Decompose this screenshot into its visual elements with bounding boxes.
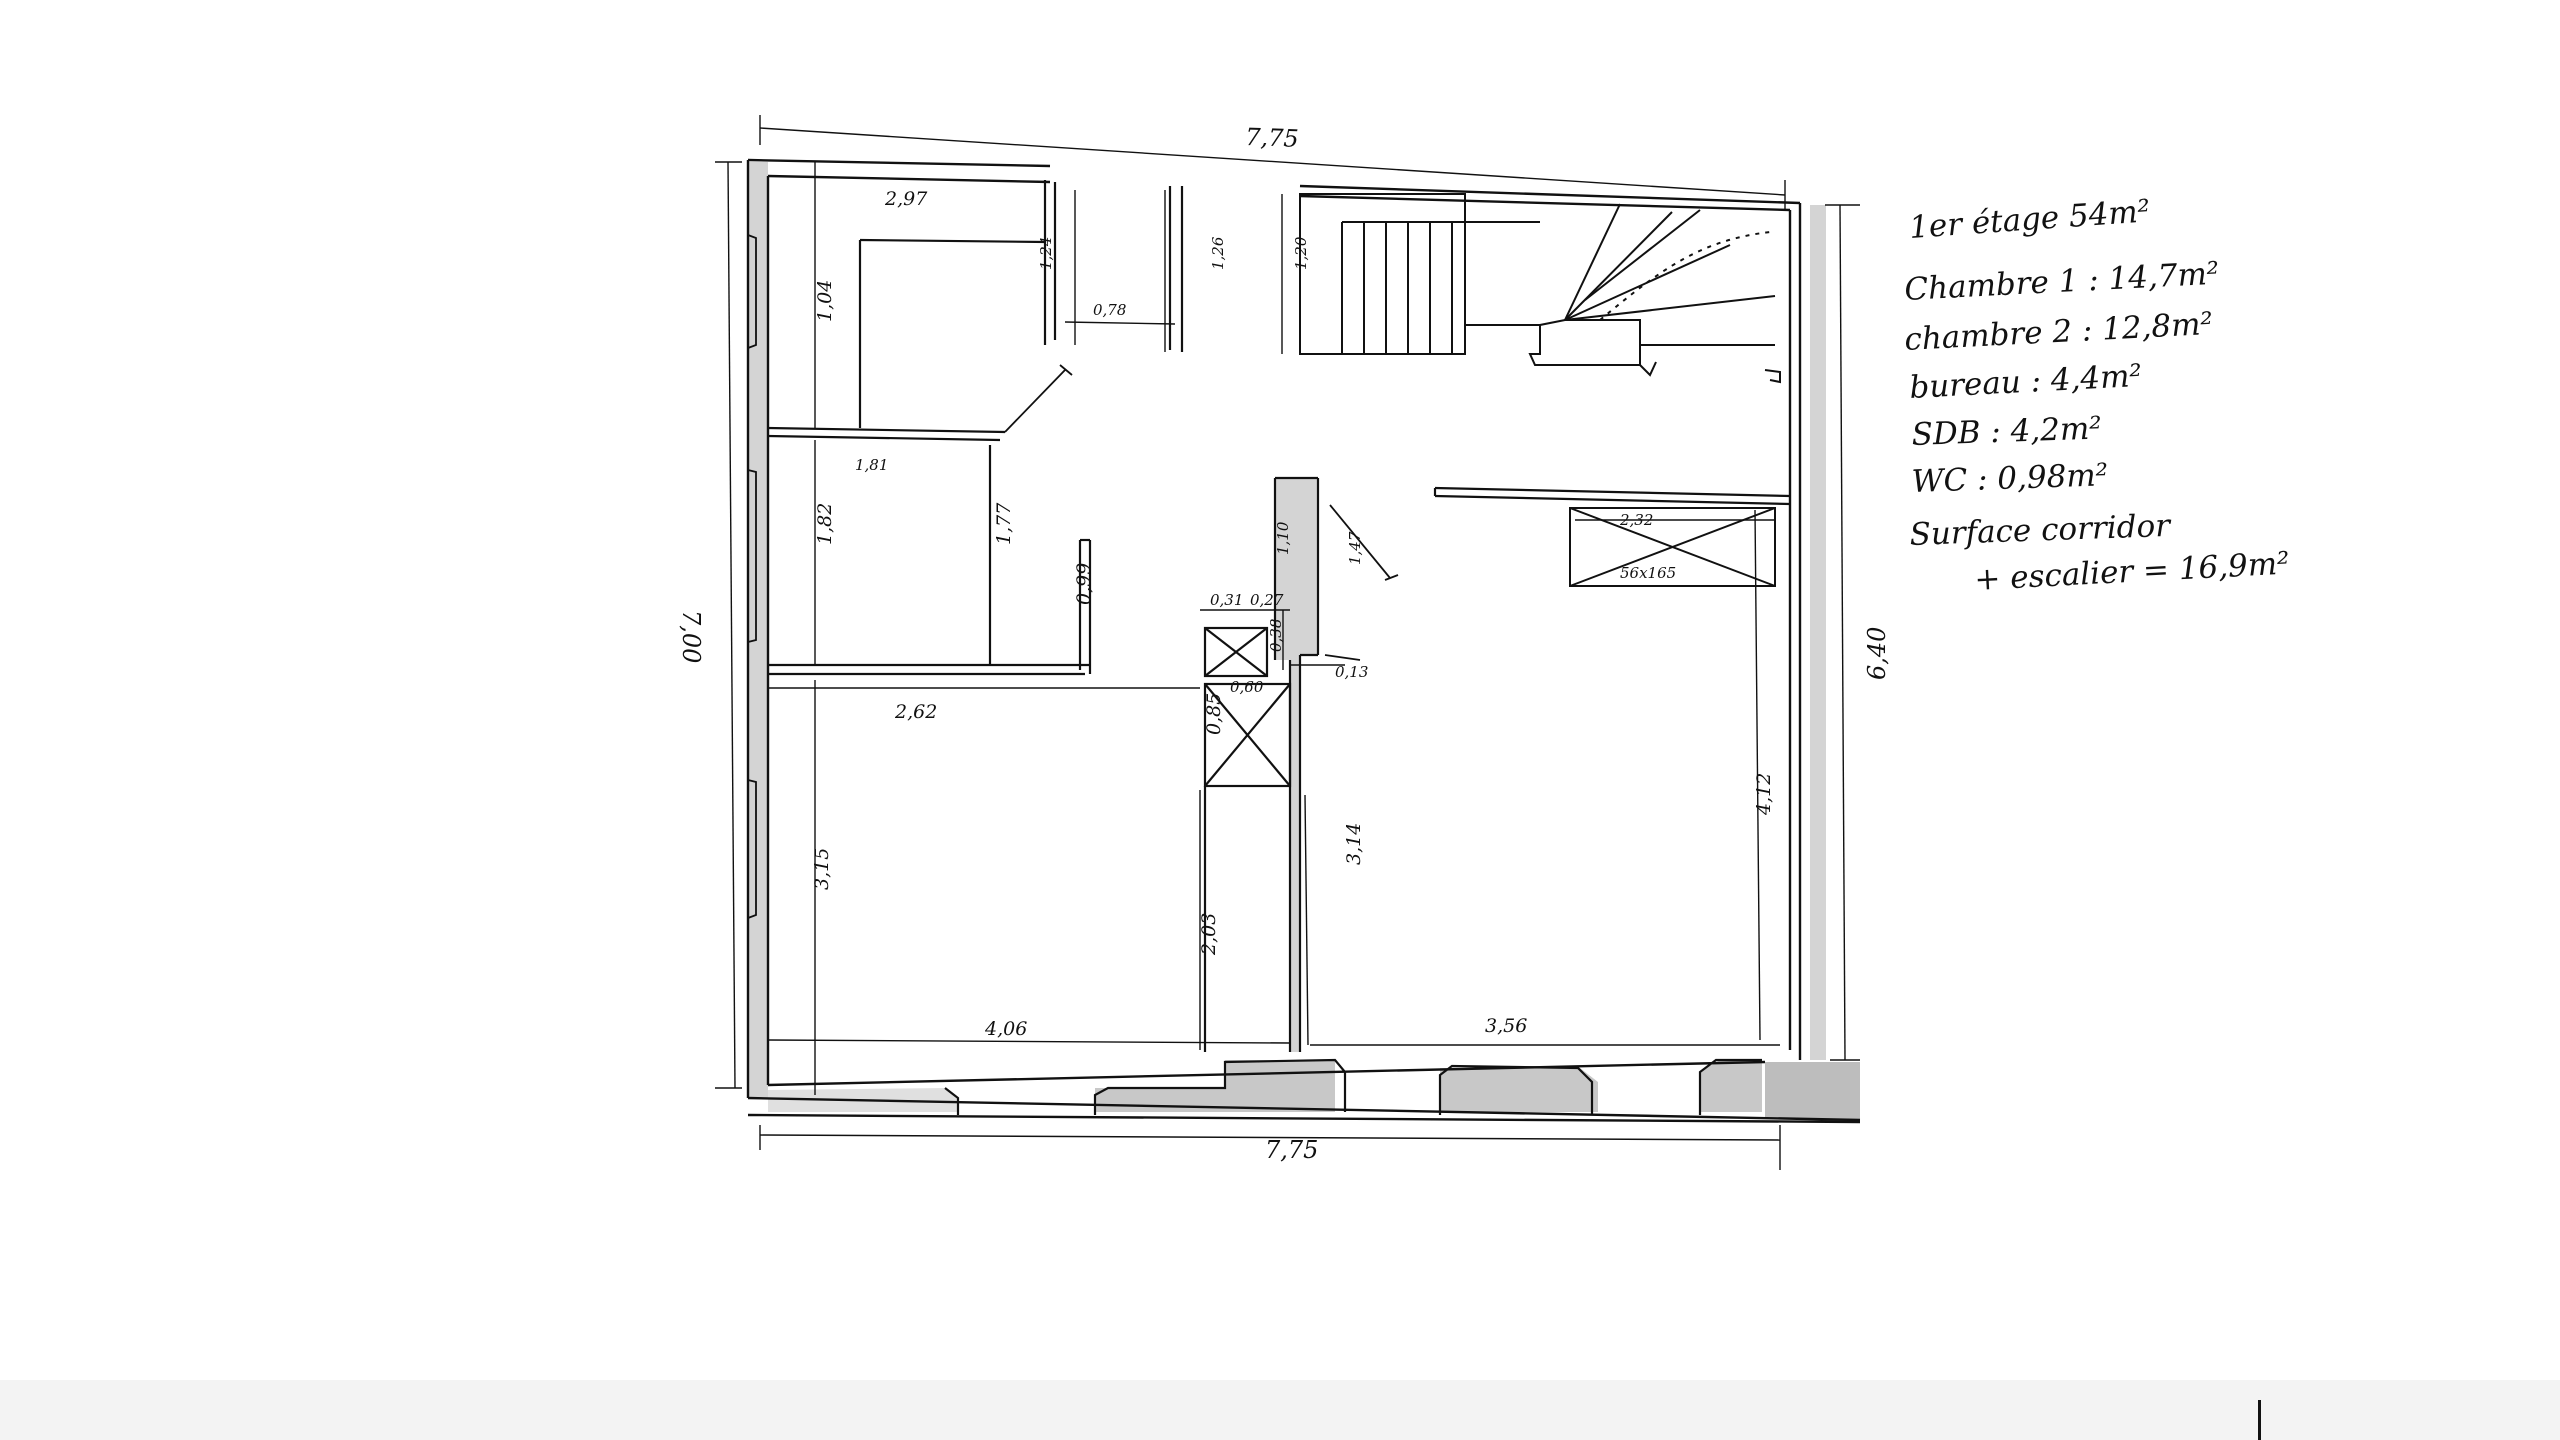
notes-chambre1: Chambre 1 : 14,7m² [1904,256,2221,308]
dim-bath-width: 2,32 [1619,511,1653,529]
bathtub [1569,507,1776,587]
notes-chambre2: chambre 2 : 12,8m² [1904,306,2214,358]
dim-bureau-height-right: 1,77 [993,502,1015,545]
notes-bureau: bureau : 4,4m² [1909,358,2143,406]
dim-left-height: 7,00 [677,610,705,663]
dim-bureau-width: 1,81 [855,456,888,474]
door-swings [1004,364,1399,661]
dim-wc-b: 0,27 [1250,591,1284,609]
dim-door-swing: 1,47 [1346,531,1364,565]
dim-room-right-wall: 3,14 [1343,823,1365,865]
notes-sdb: SDB : 4,2m² [1911,410,2102,453]
dim-stair-depth: 1,20 [1292,236,1310,270]
dim-wc-wall: 1,10 [1274,521,1292,555]
dim-room-left-height2: 2,03 [1198,913,1220,956]
dim-room-left-width: 4,06 [984,1018,1027,1040]
outer-walls [746,158,1861,1124]
staircase [1299,193,1781,384]
dim-shower-height: 0,85 [1203,693,1225,735]
dim-wc-a: 0,31 [1210,591,1243,609]
paper-edge [2258,1400,2261,1440]
dim-corridor-width: 2,62 [894,701,937,723]
dim-right-height: 6,40 [1863,627,1891,680]
dim-room-right-height: 4,12 [1753,773,1775,816]
dim-room-left-height: 3,15 [811,848,833,890]
dim-wc-d: 0,60 [1230,678,1264,696]
notes-wc: WC : 0,98m² [1911,457,2109,500]
dim-bottom-width: 7,75 [1265,1136,1318,1164]
dimension-lines [715,115,1860,1170]
scanner-background [0,1380,2560,1440]
dim-closet-side: 1,26 [1209,236,1227,270]
bottom-windows [944,1058,1762,1115]
notes-corridor-line1: Surface corridor [1909,508,2173,553]
dim-bedroom1-depth: 1,04 [814,280,836,322]
notes-title: 1er étage 54m² [1908,193,2151,246]
dim-wc-c: 0,38 [1267,619,1285,652]
dimension-labels: 7,75 7,75 7,00 6,40 2,97 1,04 1,24 0,78 … [677,123,1891,1164]
dim-bath-size: 56x165 [1620,564,1676,582]
notes-corridor-line2: + escalier = 16,9m² [1974,546,2291,598]
dim-partition-stub: 0,99 [1073,563,1095,605]
dim-top-width: 7,75 [1245,123,1299,153]
area-notes: 1er étage 54m² Chambre 1 : 14,7m² chambr… [1904,193,2291,598]
dim-closet-width: 0,78 [1093,301,1126,319]
dim-room-right-width: 3,56 [1485,1015,1527,1037]
dim-bureau-height-left: 1,82 [814,503,836,545]
dim-closet-depth: 1,24 [1037,237,1055,270]
left-wall-niches [747,234,757,919]
dim-bedroom1-width: 2,97 [884,188,928,210]
dim-wc-e: 0,13 [1335,663,1368,681]
